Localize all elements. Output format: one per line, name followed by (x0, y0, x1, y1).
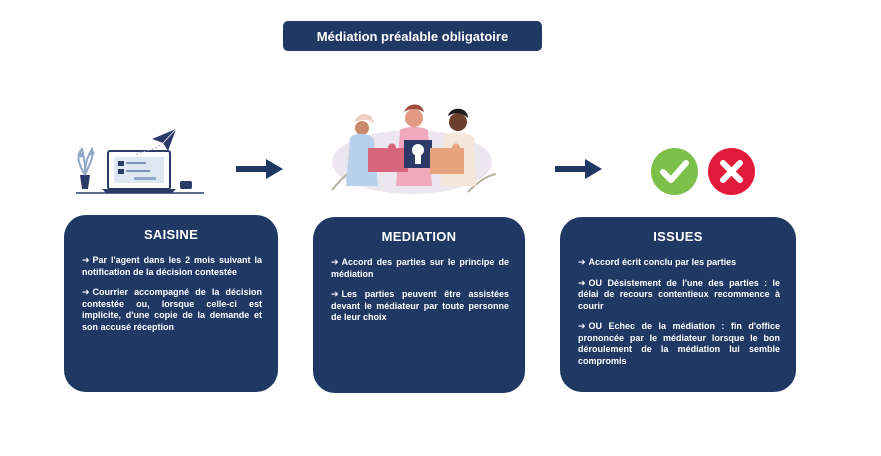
list-item: ➔OU Désistement de l'une des parties : l… (578, 277, 780, 311)
arrow-bullet-icon: ➔ (82, 255, 90, 265)
laptop-mail-icon (76, 128, 204, 194)
arrow-bullet-icon: ➔ (82, 287, 90, 297)
plant-icon (77, 146, 95, 189)
arrow-icon (555, 159, 602, 179)
arrow-icon (236, 159, 283, 179)
list-item: ➔Accord des parties sur le principe de m… (331, 257, 509, 279)
card-title: MEDIATION (381, 229, 457, 244)
arrow-bullet-icon: ➔ (578, 277, 586, 288)
card-body: ➔Accord écrit conclu par les parties ➔OU… (578, 257, 780, 376)
list-item: ➔Par l'agent dans les 2 mois suivant la … (82, 255, 262, 277)
card-title: ISSUES (653, 229, 703, 244)
saisine-card: SAISINE ➔Par l'agent dans les 2 mois sui… (64, 215, 278, 392)
card-title: SAISINE (143, 227, 199, 242)
issues-card: ISSUES ➔Accord écrit conclu par les part… (560, 217, 796, 392)
page-title: Médiation préalable obligatoire (283, 21, 542, 51)
list-item: ➔OU Echec de la médiation : fin d'office… (578, 321, 780, 366)
arrow-bullet-icon: ➔ (331, 289, 339, 299)
cross-icon (708, 148, 755, 195)
list-item: ➔Courrier accompagné de la décision cont… (82, 287, 262, 332)
mediation-card: MEDIATION ➔Accord des parties sur le pri… (313, 217, 525, 393)
list-item: ➔Les parties peuvent être assistées deva… (331, 289, 509, 322)
arrow-bullet-icon: ➔ (331, 257, 339, 267)
arrow-bullet-icon: ➔ (578, 321, 586, 331)
card-body: ➔Par l'agent dans les 2 mois suivant la … (82, 255, 262, 342)
puzzle-people-icon (331, 104, 497, 194)
check-icon (651, 148, 698, 195)
card-body: ➔Accord des parties sur le principe de m… (331, 257, 509, 333)
list-item: ➔Accord écrit conclu par les parties (578, 257, 737, 267)
arrow-bullet-icon: ➔ (578, 257, 586, 267)
